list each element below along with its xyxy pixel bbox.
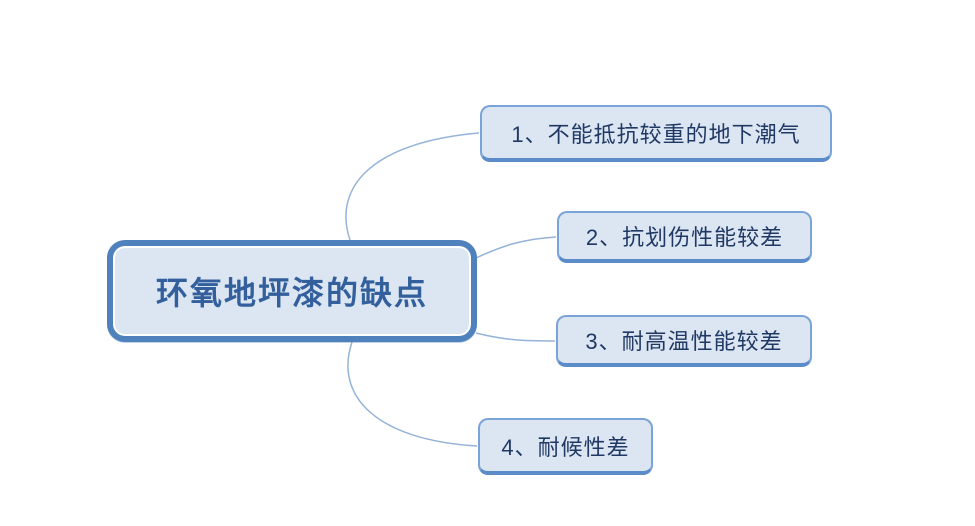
connector-root-to-branch-3 [475,332,556,342]
mindmap-node-branch-4[interactable]: 4、耐候性差 [478,418,653,475]
mindmap-node-branch-1[interactable]: 1、不能抵抗较重的地下潮气 [480,105,832,162]
mindmap-node-root[interactable]: 环氧地坪漆的缺点 [107,240,477,342]
mindmap-node-branch-2[interactable]: 2、抗划伤性能较差 [557,211,812,263]
connector-root-to-branch-4 [347,341,478,447]
mindmap-node-branch-3[interactable]: 3、耐高温性能较差 [556,315,812,367]
connector-root-to-branch-2 [475,236,557,259]
connector-root-to-branch-1 [345,132,480,241]
